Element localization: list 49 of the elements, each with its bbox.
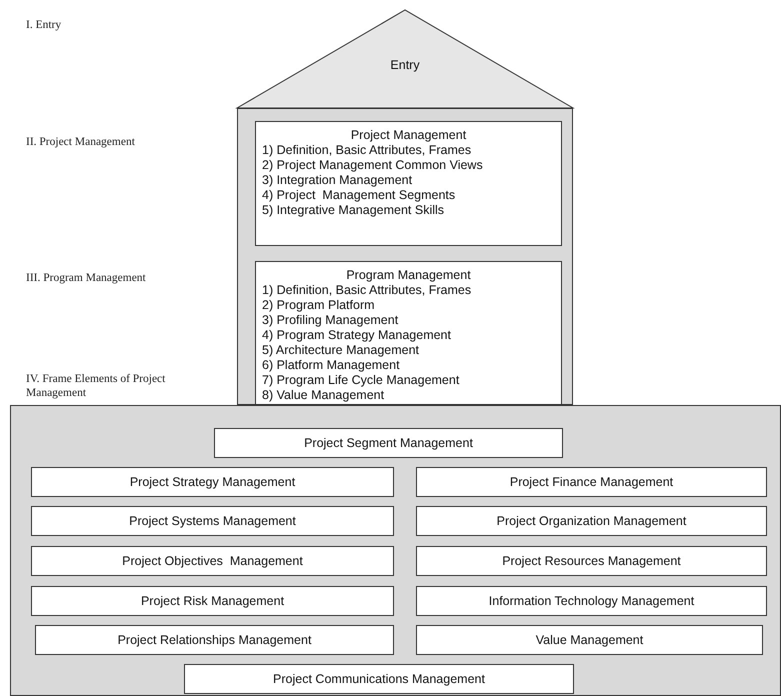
list-item: 5) Integrative Management Skills xyxy=(261,203,444,218)
list-item: 2) Program Platform xyxy=(261,298,375,313)
list-item: 5) Architecture Management xyxy=(261,343,420,358)
box-title: Project Objectives Management xyxy=(121,553,304,570)
management-box xyxy=(35,625,394,655)
list-item: 2) Project Management Common Views xyxy=(261,158,483,173)
house-panel xyxy=(237,108,573,405)
box-title: Project Segment Management xyxy=(303,435,474,452)
box-heading: Project Management xyxy=(350,128,468,143)
section-label: IV. Frame Elements of Project Management xyxy=(26,372,166,400)
management-box xyxy=(416,467,767,497)
box-title: Project Relationships Management xyxy=(116,632,312,649)
section-label: II. Project Management xyxy=(26,135,136,149)
list-item: 1) Definition, Basic Attributes, Frames xyxy=(261,283,472,298)
list-item: 3) Profiling Management xyxy=(261,313,398,328)
management-box xyxy=(416,546,767,576)
list-box xyxy=(255,121,562,246)
list-item: 8) Value Management xyxy=(261,388,384,403)
section-label: I. Entry xyxy=(26,18,62,32)
box-title: Project Resources Management xyxy=(501,553,682,570)
box-heading: Program Management xyxy=(345,268,472,283)
list-item: 4) Project Management Segments xyxy=(261,188,456,203)
box-title: Project Systems Management xyxy=(128,513,297,530)
management-box xyxy=(31,586,394,616)
house-panel xyxy=(10,405,781,696)
roof-shape xyxy=(237,10,573,108)
list-item: 3) Integration Management xyxy=(261,173,412,188)
management-box xyxy=(416,506,767,536)
management-box xyxy=(31,467,394,497)
list-item: 6) Platform Management xyxy=(261,358,400,373)
box-title: Value Management xyxy=(534,632,644,649)
section-label: III. Program Management xyxy=(26,271,147,285)
box-title: Information Technology Management xyxy=(488,593,696,610)
list-item: 4) Program Strategy Management xyxy=(261,328,451,343)
box-title: Project Risk Management xyxy=(140,593,286,610)
management-box xyxy=(184,664,574,694)
box-title: Project Strategy Management xyxy=(128,474,296,491)
management-box xyxy=(416,586,767,616)
management-box xyxy=(416,625,763,655)
box-title: Project Organization Management xyxy=(496,513,688,530)
management-box xyxy=(31,506,394,536)
list-item: 1) Definition, Basic Attributes, Frames xyxy=(261,143,472,158)
list-item: 7) Program Life Cycle Management xyxy=(261,373,460,388)
management-box xyxy=(31,546,394,576)
roof-title: Entry xyxy=(389,58,421,73)
list-box xyxy=(255,261,562,405)
box-title: Project Communications Management xyxy=(272,671,486,688)
box-title: Project Finance Management xyxy=(508,474,674,491)
management-box xyxy=(214,428,563,458)
